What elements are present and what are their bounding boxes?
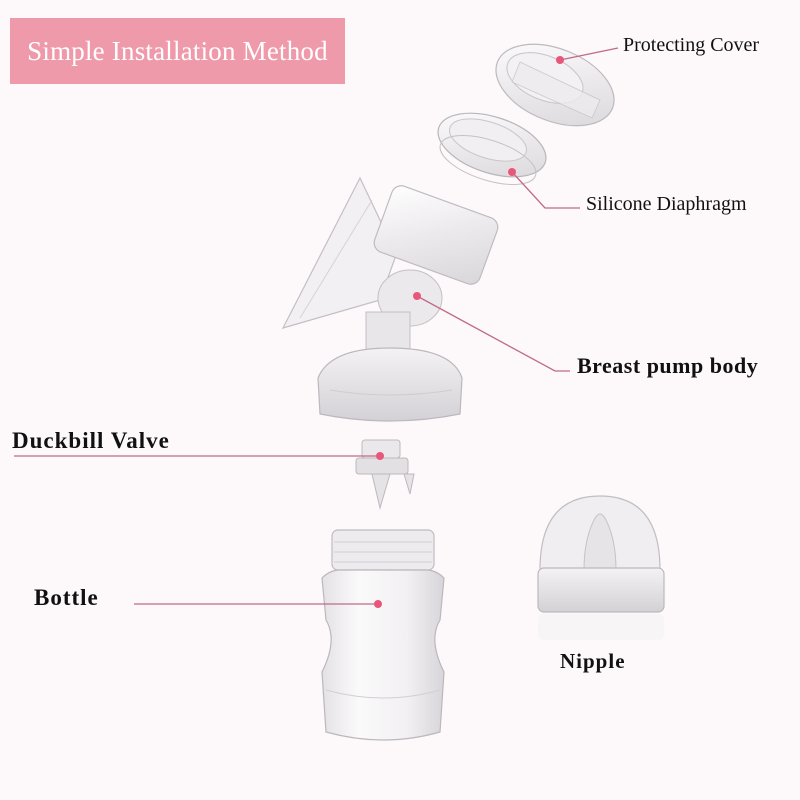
breast-pump-body-illustration [281, 176, 499, 422]
silicone-diaphragm-illustration [437, 112, 547, 186]
marker-body [413, 292, 421, 300]
label-breast-pump-body: Breast pump body [577, 353, 759, 378]
leader-line-cover [559, 47, 619, 61]
label-protecting-cover: Protecting Cover [623, 34, 760, 56]
label-nipple: Nipple [560, 649, 626, 673]
marker-diaphragm [508, 168, 516, 176]
title-banner: Simple Installation Method [10, 18, 345, 84]
protecting-cover-illustration [495, 43, 615, 127]
marker-cover [556, 56, 564, 64]
leader-lines [14, 47, 619, 605]
nipple-illustration [537, 495, 665, 640]
duckbill-valve-illustration [355, 439, 415, 510]
page-title: Simple Installation Method [27, 35, 328, 66]
bottle-illustration [321, 529, 445, 741]
label-bottle: Bottle [34, 585, 99, 610]
label-silicone-diaphragm: Silicone Diaphragm [586, 193, 747, 215]
label-duckbill-valve: Duckbill Valve [12, 428, 170, 453]
marker-bottle [374, 600, 382, 608]
leader-line-body [416, 295, 570, 372]
part-markers [374, 56, 564, 608]
leader-line-diaphragm [511, 171, 580, 209]
marker-valve [376, 452, 384, 460]
